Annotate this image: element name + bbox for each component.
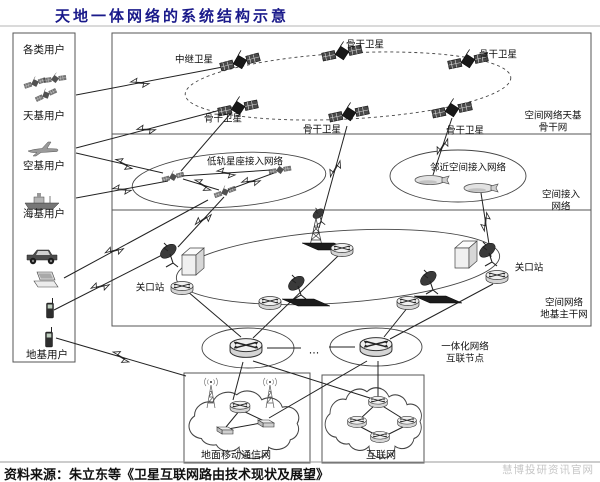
phone-icon (45, 326, 53, 348)
ground-mobile-network-box (183, 372, 311, 464)
gateway-router-icon (170, 281, 194, 295)
source-citation: 资料来源：朱立东等《卫星互联网路由技术现状及展望》 (4, 468, 330, 482)
internet-router-icon (370, 431, 390, 443)
link-node-internet-cross (252, 360, 374, 400)
link-gateway-node-left (186, 290, 242, 338)
laptop-icon (33, 271, 59, 288)
link-skyuser-relaysat (75, 65, 229, 96)
link-leo-internal-2-bolt-icon (192, 177, 214, 193)
label-ground-backbone-1: 空间网络 (545, 297, 584, 309)
ship-icon (24, 192, 60, 210)
mobile-router-icon (229, 400, 251, 414)
link-station-node-right (383, 306, 409, 338)
station-router-icon (258, 296, 282, 310)
ground-mobile-cloud (188, 390, 300, 460)
link-airuser-backbonesat (75, 106, 233, 149)
gateway-building-icon (181, 247, 205, 276)
link-node-mobilenet-cross (268, 360, 368, 419)
label-internet: 互联网 (366, 450, 396, 462)
label-backbone-satellite: 骨干卫星 (446, 126, 484, 137)
internet-router-icon (397, 416, 417, 428)
airship-icon (414, 175, 450, 185)
station-dish-icon (285, 272, 308, 300)
link-backbonesat-leo (180, 111, 233, 172)
link-airuser-leo (75, 152, 164, 174)
label-leo-access: 低轨星座接入网络 (207, 156, 284, 168)
link-landuser-mobilenet-bolt-icon (110, 349, 132, 365)
sky-user-satellites-icon (23, 71, 67, 103)
label-backbone-satellite: 骨干卫星 (479, 50, 517, 61)
backbone-satellite-icon (429, 94, 474, 122)
user-column-box (12, 32, 76, 363)
link-station-node-left (252, 255, 339, 339)
label-backbone-satellite: 骨干卫星 (204, 114, 242, 125)
link-leo-internal-3-bolt-icon (240, 173, 262, 190)
label-space-backbone-2: 骨干网 (539, 123, 568, 134)
label-ground-mobile-network: 地面移动通信网 (201, 449, 271, 462)
link-airuser-backbonesat-bolt-icon (135, 122, 157, 138)
station-router-icon (396, 296, 420, 310)
link-landuser-gateway-bolt-icon (89, 277, 111, 296)
label-ground-backbone-2: 地基主干网 (540, 309, 588, 321)
label-sea-users: 海基用户 (23, 207, 65, 220)
label-relay-satellite: 中继卫星 (175, 54, 213, 66)
label-space-access-2: 网络 (551, 201, 571, 213)
main-network-box (111, 32, 592, 327)
label-node-ellipsis: ... (309, 344, 320, 357)
link-landuser-gateway (53, 253, 165, 311)
label-near-space-access: 邻近空间接入网络 (430, 162, 507, 174)
label-gateway-left: 关口站 (136, 282, 165, 294)
link-airship-gateway-bolt-icon (478, 211, 493, 232)
ground-backbone-ring (175, 228, 501, 306)
link-mobile-internal-3 (227, 422, 262, 430)
link-landuser-leo (63, 199, 209, 279)
leo-constellation-ellipse (131, 151, 327, 209)
link-seauser-leo-bolt-icon (111, 182, 133, 197)
link-node-mobilenet (232, 361, 244, 401)
near-space-ellipse (389, 149, 527, 203)
gateway-router-icon (485, 270, 509, 284)
gateway-dish-icon (476, 239, 499, 267)
label-backbone-satellite: 骨干卫星 (303, 125, 341, 136)
satellite-orbit (184, 51, 512, 121)
phone-icon (46, 297, 54, 319)
backbone-satellite-icon (326, 98, 371, 126)
station-platform-icon (413, 295, 463, 304)
relay-satellite-icon (217, 45, 262, 75)
link-airuser-leo-bolt-icon (113, 156, 135, 172)
label-air-users: 空基用户 (23, 159, 65, 172)
internet-router-icon (368, 396, 388, 408)
label-all-users: 各类用户 (23, 43, 65, 56)
watermark: 慧博投研资讯官网 (502, 464, 594, 476)
label-land-users: 地基用户 (26, 348, 68, 361)
gateway-dish-icon (157, 240, 180, 268)
label-sky-users: 天基用户 (23, 109, 65, 122)
leo-satellite-icon (213, 183, 237, 200)
link-gateway-node-right (389, 283, 494, 340)
vehicle-icon (26, 249, 58, 265)
link-skyuser-relaysat-bolt-icon (129, 75, 151, 90)
label-space-backbone-1: 空间网络天基 (524, 110, 582, 122)
label-gateway-right: 关口站 (515, 262, 544, 274)
label-backbone-satellite: 骨干卫星 (346, 40, 384, 51)
interconnect-router-icon (229, 337, 263, 359)
station-router-icon (330, 243, 354, 257)
internet-router-icon (347, 416, 367, 428)
label-interconnect-1: 一体化网络 (441, 341, 489, 353)
interconnect-router-icon (359, 336, 393, 358)
link-backbonesat-airship-bolt-icon (434, 135, 451, 158)
airship-icon (463, 183, 499, 193)
internet-box (321, 374, 425, 464)
airplane-icon (27, 141, 59, 157)
label-space-access-1: 空间接入 (542, 189, 581, 201)
page-title: 天地一体网络的系统结构示意 (55, 7, 290, 25)
ground-station-tower-icon (310, 207, 326, 246)
station-dish-icon (417, 267, 440, 295)
label-interconnect-2: 互联节点 (446, 354, 485, 365)
link-backbonesat-groundstation-bolt-icon (327, 158, 343, 180)
gateway-building-icon (454, 240, 478, 269)
link-landuser-leo-bolt-icon (103, 241, 126, 260)
